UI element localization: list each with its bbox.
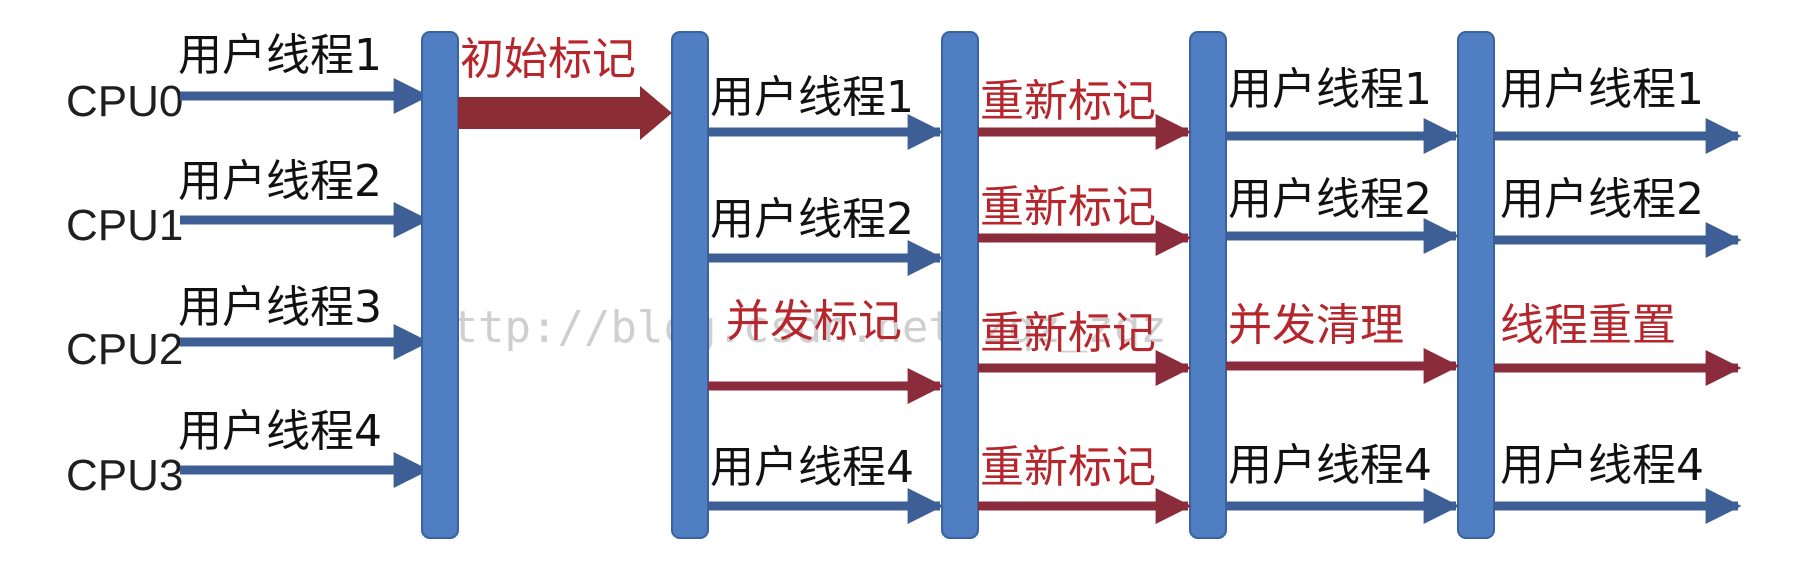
stage5-label-3: 用户线程4 [1500,440,1704,491]
stage-2: 用户线程1 用户线程2 并发标记 用户线程4 [708,72,944,524]
stage-5: 用户线程1 用户线程2 线程重置 用户线程4 [1494,64,1742,524]
stage4-label-3: 用户线程4 [1228,440,1432,491]
stage2-label-1: 用户线程2 [710,194,914,245]
stage5-label-1: 用户线程2 [1500,174,1704,225]
stage4-label-2: 并发清理 [1228,300,1404,351]
cpu-label-2: CPU2 [66,325,183,374]
stage-cpu-threads: CPU0 用户线程1 CPU1 用户线程2 CPU2 用户线程3 CPU3 用户… [66,30,430,500]
cpu-label-3: CPU3 [66,451,183,500]
initial-mark-label: 初始标记 [460,34,636,85]
cpu-thread-label-0: 用户线程1 [178,30,382,81]
stage4-label-0: 用户线程1 [1228,64,1432,115]
cpu-thread-label-2: 用户线程3 [178,282,382,333]
watermark-text: http://blog.csdn.net/zqz_zqz [425,302,1167,353]
stage-3: 重新标记 重新标记 重新标记 重新标记 [978,76,1192,524]
stage3-label-2: 重新标记 [980,308,1156,359]
safepoint-bar-1 [421,31,459,539]
initial-mark-arrow [458,86,672,140]
safepoint-bars [421,31,1495,539]
safepoint-bar-4 [1189,31,1227,539]
stage3-label-0: 重新标记 [980,76,1156,127]
cpu-label-0: CPU0 [66,77,183,126]
stage2-label-2: 并发标记 [726,296,902,347]
safepoint-bar-2 [671,31,709,539]
cpu-label-1: CPU1 [66,201,183,250]
stage-4: 用户线程1 用户线程2 并发清理 用户线程4 [1226,64,1460,524]
stage2-label-0: 用户线程1 [710,72,914,123]
cpu-thread-label-3: 用户线程4 [178,406,382,457]
stage5-label-0: 用户线程1 [1500,64,1704,115]
safepoint-bar-5 [1457,31,1495,539]
stage3-label-3: 重新标记 [980,442,1156,493]
stage-initial-mark: 初始标记 [458,34,672,140]
cpu-thread-label-1: 用户线程2 [178,156,382,207]
stage4-label-1: 用户线程2 [1228,174,1432,225]
stage2-label-3: 用户线程4 [710,442,914,493]
safepoint-bar-3 [941,31,979,539]
stage5-label-2: 线程重置 [1500,300,1676,351]
stage3-label-1: 重新标记 [980,182,1156,233]
